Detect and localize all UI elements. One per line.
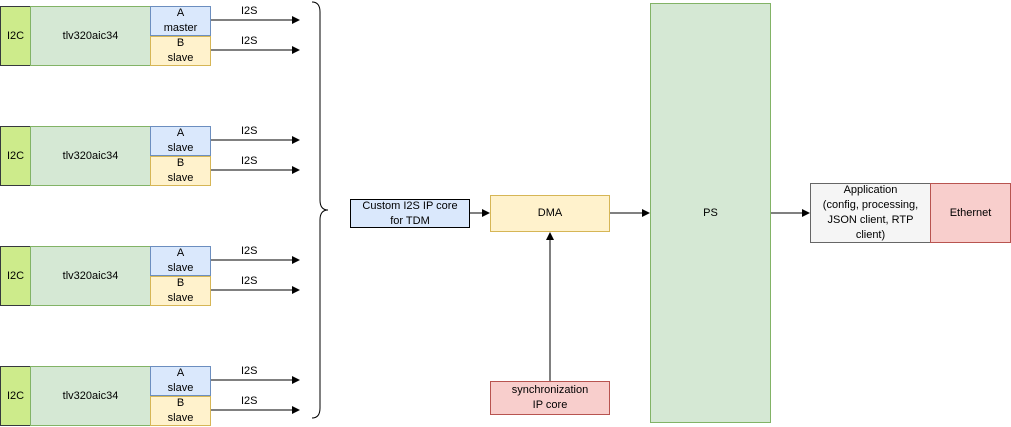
sync-ip-core-box: synchronization IP core <box>490 381 610 415</box>
i2s-label-b: I2S <box>241 35 258 47</box>
port-a-box: A slave <box>150 246 211 276</box>
i2s-label-a: I2S <box>241 245 258 257</box>
i2c-box: I2C <box>0 6 31 66</box>
i2c-box: I2C <box>0 246 31 306</box>
codec-box: tlv320aic34 <box>30 126 151 186</box>
codec-box: tlv320aic34 <box>30 366 151 426</box>
grouping-brace <box>311 1 329 419</box>
i2s-label-b: I2S <box>241 155 258 167</box>
i2s-label-b: I2S <box>241 395 258 407</box>
ethernet-box: Ethernet <box>930 183 1011 243</box>
i2c-box: I2C <box>0 126 31 186</box>
i2s-label-a: I2S <box>241 365 258 377</box>
port-b-box: B slave <box>150 396 211 426</box>
port-a-box: A master <box>150 6 211 36</box>
port-a-box: A slave <box>150 366 211 396</box>
i2s-label-a: I2S <box>241 5 258 17</box>
dma-box: DMA <box>490 195 610 232</box>
port-b-box: B slave <box>150 156 211 186</box>
ps-box: PS <box>650 3 771 423</box>
i2s-label-b: I2S <box>241 275 258 287</box>
port-b-box: B slave <box>150 36 211 66</box>
application-box: Application (config, processing, JSON cl… <box>810 183 931 243</box>
port-b-box: B slave <box>150 276 211 306</box>
i2c-box: I2C <box>0 366 31 426</box>
i2s-ip-core-box: Custom I2S IP core for TDM <box>350 199 470 228</box>
i2s-label-a: I2S <box>241 125 258 137</box>
port-a-box: A slave <box>150 126 211 156</box>
codec-box: tlv320aic34 <box>30 6 151 66</box>
codec-box: tlv320aic34 <box>30 246 151 306</box>
